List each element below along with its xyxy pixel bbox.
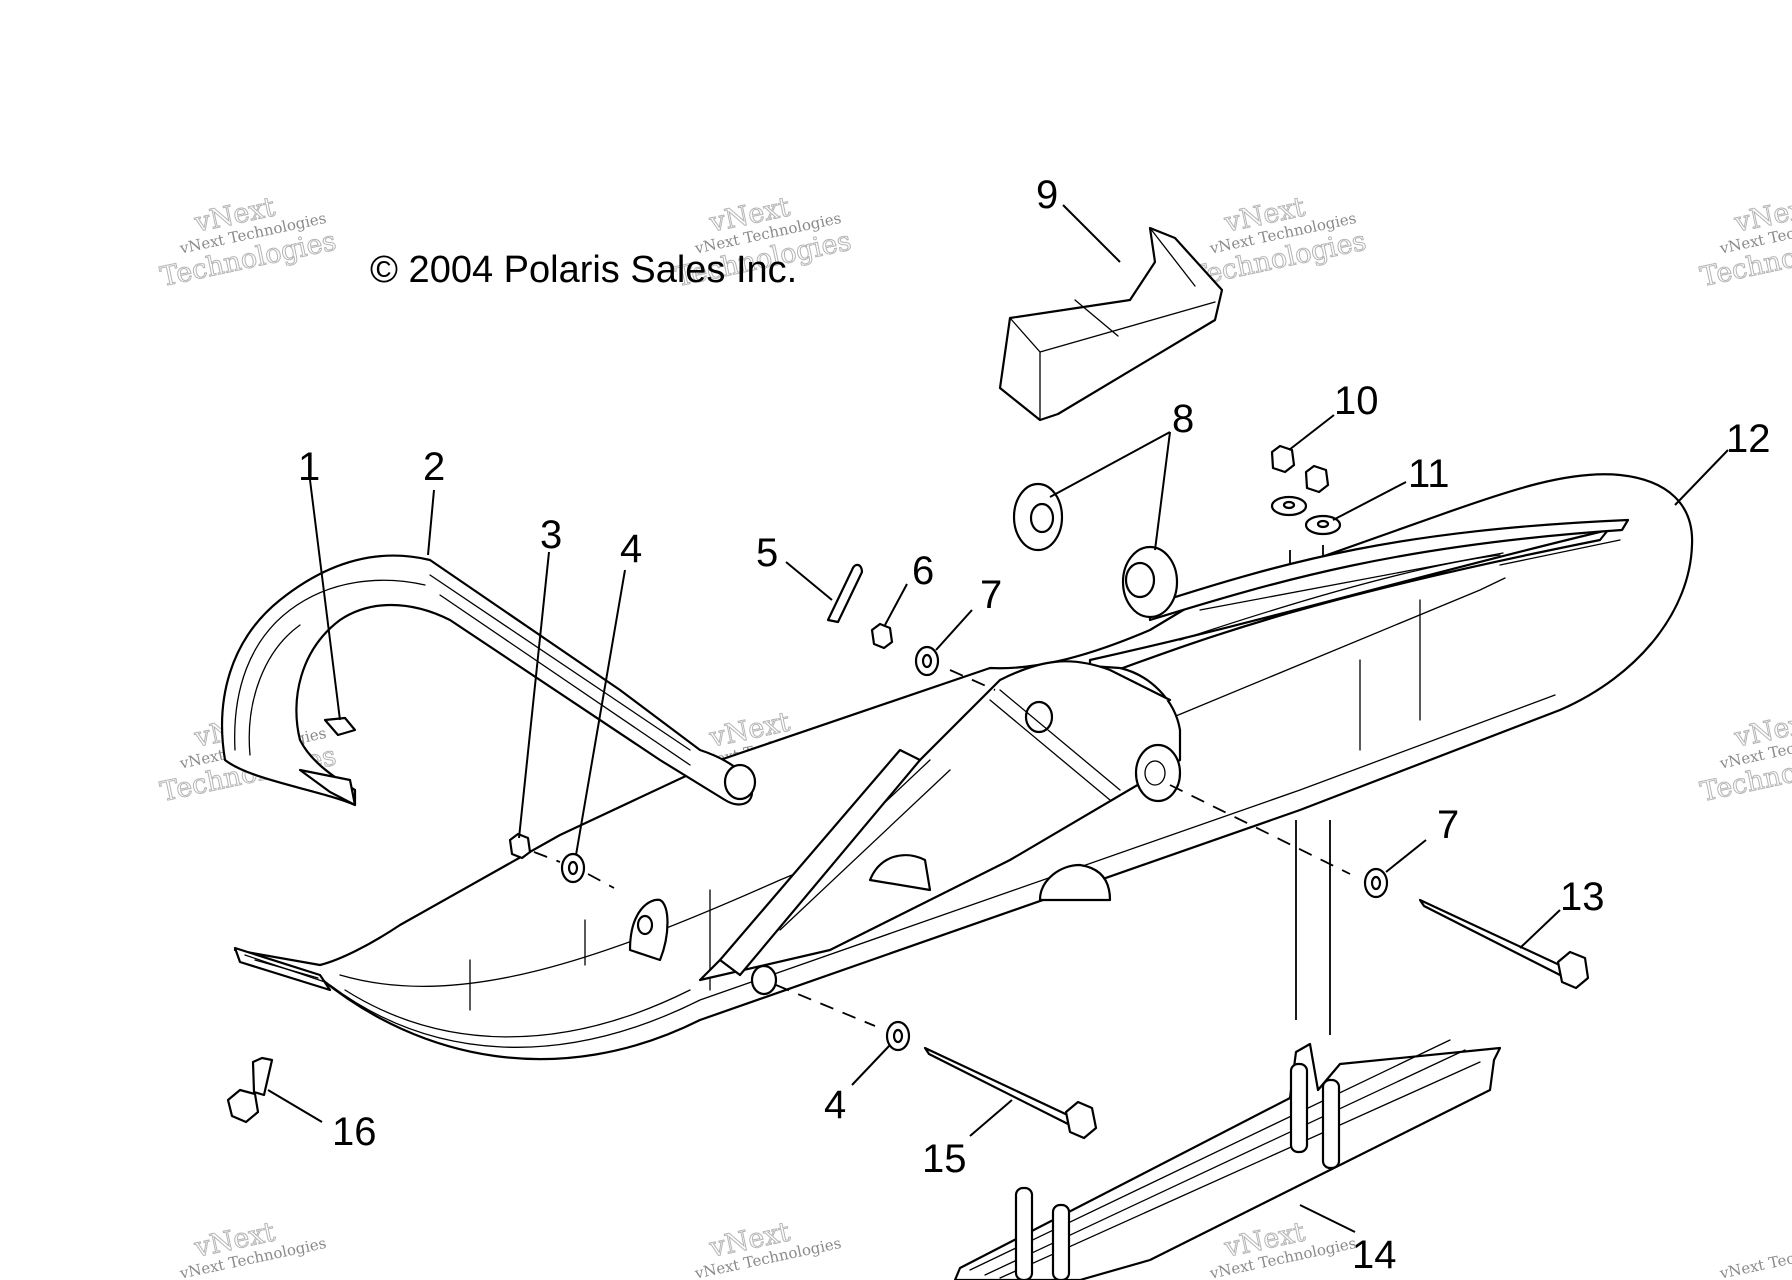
part-16-bolt [226,1056,274,1124]
part-13-bolt [1418,898,1590,990]
watermark: vNext vNext Technologies Technologies [672,191,854,294]
watermark: vNext vNext Technologies Technologies [1697,706,1792,809]
watermark: vNext Technologies [1717,1234,1792,1280]
callout-8: 8 [1172,397,1194,441]
callout-10: 10 [1334,379,1379,423]
part-9-cushion [998,226,1224,422]
callout-1: 1 [298,445,320,489]
part-5-cotter-pin [826,563,864,624]
part-15-bolt [923,1046,1098,1140]
part-14-carbide-runner [953,1039,1502,1280]
copyright-notice: © 2004 Polaris Sales Inc. [370,249,797,291]
part-7-washer-right [1363,867,1389,899]
watermark: vNext vNext Technologies Technologies [157,191,339,294]
part-1-nut [323,716,357,737]
callout-7-upper: 7 [980,573,1002,617]
part-6-nut [870,622,894,650]
callout-4-left: 4 [620,527,642,571]
part-7-washer-upper [914,645,940,677]
callout-16: 16 [332,1110,377,1154]
part-10-nuts [1270,444,1330,494]
callout-11: 11 [1408,452,1450,496]
callout-9: 9 [1036,173,1058,217]
part-3-nut [508,832,532,860]
runner-stud [1289,1062,1309,1154]
watermark-line2: vNext Technologies [1717,1234,1792,1280]
part-11-washers [1270,495,1342,536]
callout-2: 2 [423,445,445,489]
part-2-ski-handle [221,554,757,807]
callout-4-lower: 4 [824,1083,846,1127]
callout-13: 13 [1560,875,1605,919]
ski-saddle-frame [628,660,1182,996]
runner-stud [1321,1078,1341,1170]
part-8-washers [1012,482,1179,619]
callout-7-right: 7 [1437,803,1459,847]
callout-6: 6 [912,549,934,593]
callout-12: 12 [1726,417,1771,461]
callout-14: 14 [1352,1233,1397,1277]
runner-stud [1014,1186,1034,1280]
watermark: vNext vNext Technologies [177,1216,327,1280]
callout-15: 15 [922,1137,967,1181]
callout-5: 5 [756,531,778,575]
leader-lines [267,204,1729,1233]
callout-labels: 1 2 3 4 4 5 6 7 7 8 9 10 11 12 13 14 15 … [298,173,1771,1277]
watermark: vNext vNext Technologies Technologies [1697,191,1792,294]
callout-3: 3 [540,513,562,557]
part-4-washer-lower [885,1020,911,1052]
watermark: vNext vNext Technologies [692,1216,842,1280]
part-4-washer-left [560,852,586,884]
runner-stud [1051,1203,1071,1280]
